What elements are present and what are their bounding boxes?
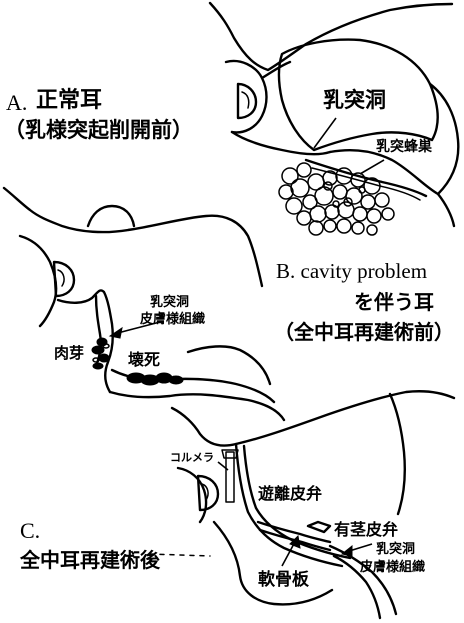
panel-c-free-flap-outer — [236, 444, 342, 566]
panel-c-label-skin-line2: 皮膚様組織 — [360, 561, 425, 574]
panel-a-letter: A. — [6, 92, 27, 114]
panel-c-letter: C. — [20, 520, 40, 542]
panel-c-label-cartilage: 軟骨板 — [258, 572, 309, 589]
panel-c-title: 全中耳再建術後 — [20, 550, 160, 570]
panel-c-label-columella: コルメラ — [170, 452, 214, 463]
panel-b-letter: B. cavity problem — [276, 261, 427, 282]
panel-c-columella-rod — [226, 452, 234, 502]
panel-a-label-mastoid-antrum: 乳突洞 — [323, 90, 386, 111]
panel-b-label-necrosis: 壊死 — [128, 352, 160, 368]
panel-b-label-skin-line1: 乳突洞 — [150, 296, 189, 309]
panel-c-skin-arrowhead — [342, 546, 352, 556]
panel-a-subtitle: （乳様突起削開前） — [4, 120, 193, 141]
panel-a-label-mastoid-cells: 乳突蜂巣 — [376, 140, 432, 154]
panel-b-label-granulation: 肉芽 — [54, 346, 84, 361]
panel-c-label-free-flap: 遊離皮弁 — [258, 486, 322, 502]
panel-a-title: 正常耳 — [36, 90, 102, 112]
panel-b-label-skin-line2: 皮膚様組織 — [140, 313, 205, 326]
panel-c-right-contour — [390, 394, 405, 514]
panel-c-label-pedicled-flap: 有茎皮弁 — [334, 522, 398, 538]
panel-c-skull-outline — [172, 391, 454, 445]
panel-c-pedicled-flap — [308, 522, 330, 532]
panel-c-cartilage-arrowhead — [290, 536, 300, 548]
panel-c-label-skin-line1: 乳突洞 — [376, 543, 415, 556]
panel-b-line2: を伴う耳 — [354, 292, 434, 312]
panel-b-line3: （全中耳再建術前） — [274, 322, 454, 342]
